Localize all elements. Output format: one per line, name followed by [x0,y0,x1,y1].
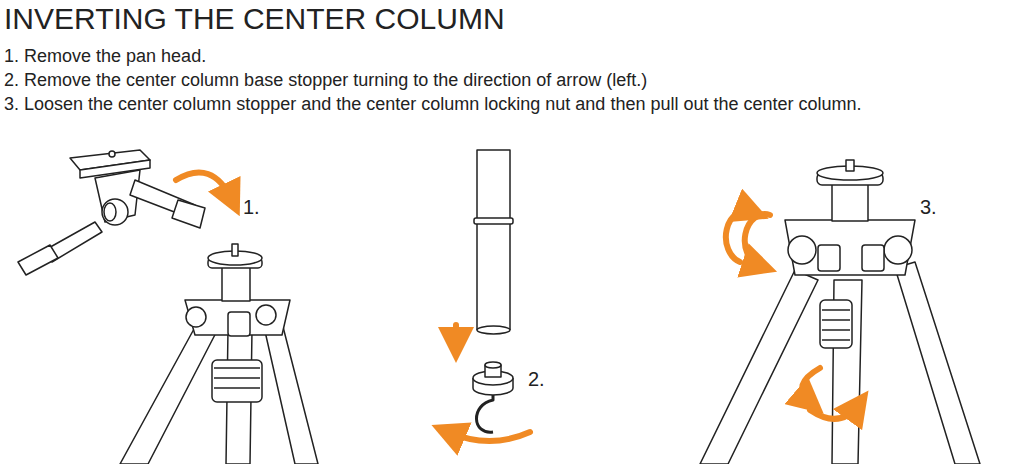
loosen-arrow [745,214,770,266]
callout-number: 1. [243,196,260,219]
locking-nut-arrow [802,368,820,402]
tripod-right [700,160,980,464]
turn-arrow [448,432,530,441]
instruction: 2. Remove the center column base stopper… [4,70,647,91]
locking-nut-arrow [810,405,858,419]
instruction: 3. Loosen the center column stopper and … [4,94,862,115]
center-column [474,150,513,334]
callout-number: 3. [920,196,937,219]
pan-head [18,150,205,275]
loosen-arrow [726,211,752,262]
instruction: 1. Remove the pan head. [4,46,206,67]
title: INVERTING THE CENTER COLUMN [4,2,505,36]
remove-arrow [176,172,232,200]
base-stopper [473,362,513,432]
down-arrow [453,325,459,345]
tripod-left [120,244,318,464]
callout-number: 2. [528,368,545,391]
